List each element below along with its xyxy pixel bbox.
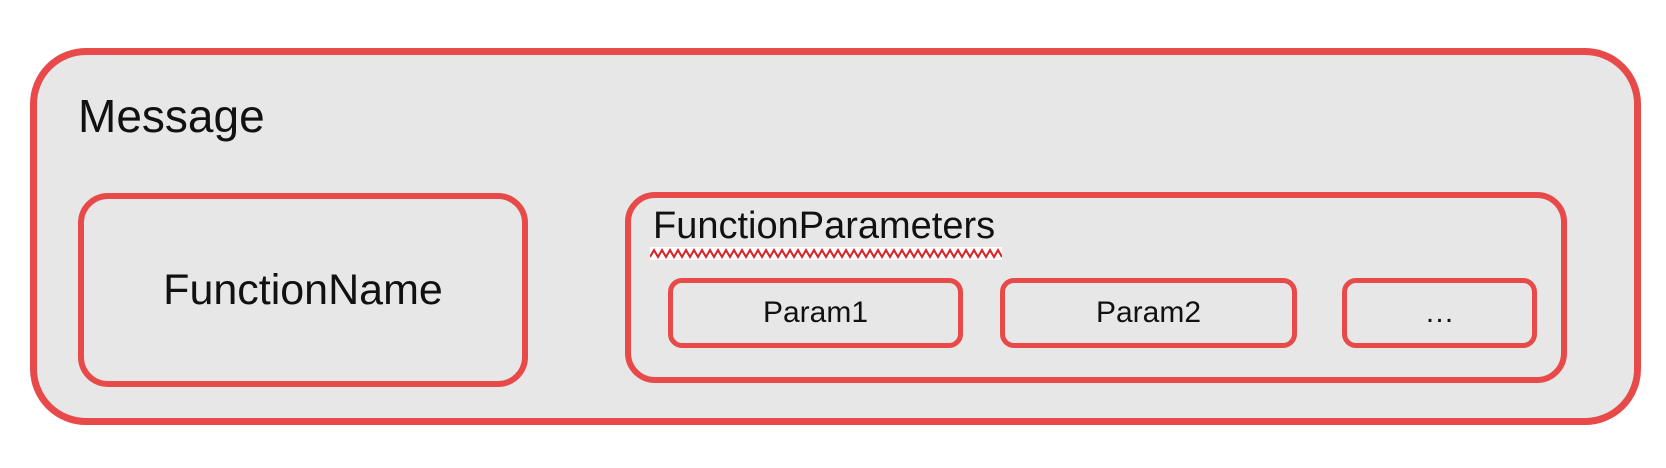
- param-ellipsis-box: …: [1342, 278, 1537, 348]
- spellcheck-squiggle-icon: [650, 247, 1002, 260]
- param1-label: Param1: [762, 296, 869, 329]
- param-ellipsis-label: …: [1424, 296, 1455, 329]
- function-name-label: FunctionName: [163, 265, 443, 314]
- message-box: Message FunctionName FunctionParameters …: [30, 48, 1641, 425]
- function-name-box: FunctionName: [78, 193, 528, 387]
- param2-box: Param2: [1000, 278, 1297, 348]
- function-parameters-label: FunctionParameters: [653, 205, 996, 247]
- param1-box: Param1: [668, 278, 963, 348]
- param2-label: Param2: [1095, 296, 1202, 329]
- message-label: Message: [78, 90, 265, 142]
- function-parameters-box: FunctionParameters Param1 Param2 …: [625, 192, 1567, 383]
